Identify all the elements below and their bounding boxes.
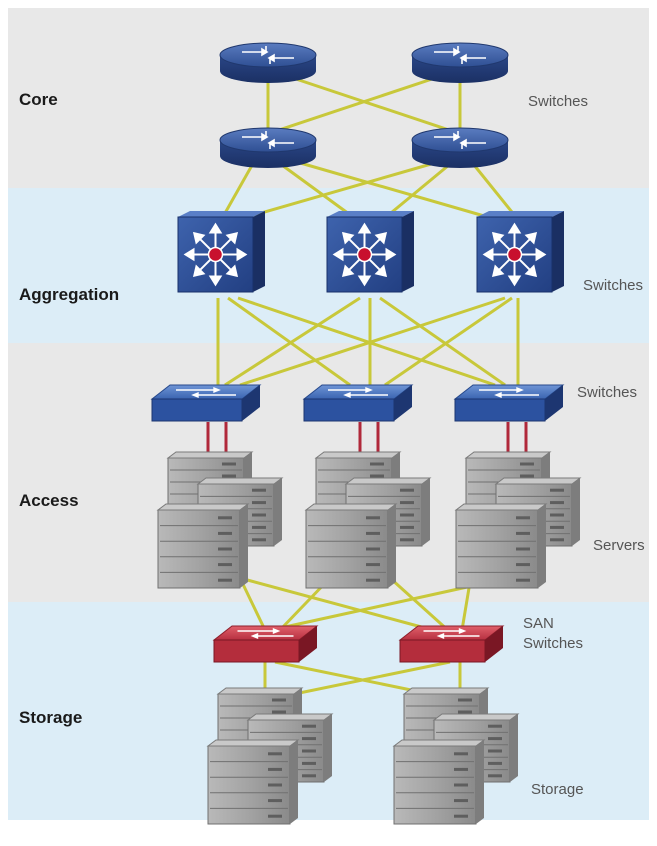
link	[460, 581, 472, 631]
link	[384, 296, 513, 387]
link	[237, 296, 496, 387]
storage-label: Storage	[531, 781, 584, 798]
link	[239, 576, 441, 634]
link	[227, 296, 351, 387]
access-switches-label: Switches	[577, 384, 638, 401]
core-layer-band	[8, 8, 649, 188]
aggregation-layer-label: Aggregation	[19, 285, 120, 304]
link	[261, 580, 491, 634]
server-stack-icon	[392, 687, 520, 825]
router-icon	[219, 127, 317, 168]
link	[239, 296, 506, 387]
workgroup-switch-icon	[453, 384, 565, 422]
san-switch-icon	[398, 625, 505, 663]
router-icon	[219, 42, 317, 83]
server-stack-icon	[206, 687, 334, 825]
link	[379, 296, 506, 387]
san-switch-icon	[212, 625, 319, 663]
core-switches-label: Switches	[528, 93, 589, 110]
link	[229, 158, 446, 224]
server-stack-icon	[454, 451, 582, 589]
multilayer-switch-icon	[326, 211, 414, 293]
link	[274, 660, 451, 700]
storage-layer-label: Storage	[19, 708, 83, 727]
multilayer-switch-icon	[177, 211, 265, 293]
access-server-links	[206, 422, 528, 456]
router-icon	[411, 42, 509, 83]
link	[388, 576, 452, 634]
workgroup-switch-icon	[302, 384, 414, 422]
workgroup-switch-icon	[150, 384, 262, 422]
core-layer-label: Core	[19, 90, 58, 109]
servers-label: Servers	[593, 537, 645, 554]
storage-layer-band	[8, 602, 649, 820]
server-stack-icon	[156, 451, 284, 589]
router-icon	[411, 127, 509, 168]
link	[289, 158, 506, 224]
san-switches-label: SAN Switches	[523, 615, 584, 652]
multilayer-switch-icon	[476, 211, 564, 293]
link	[224, 296, 361, 387]
access-layer-label: Access	[19, 491, 79, 510]
server-stack-icon	[304, 451, 432, 589]
link	[272, 70, 454, 134]
aggregation-switches-label: Switches	[583, 277, 644, 294]
link	[238, 577, 267, 631]
